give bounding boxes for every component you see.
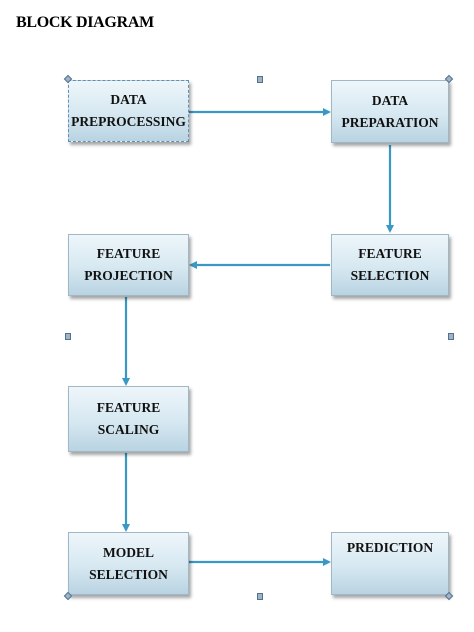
node-label-line1: FEATURE (96, 400, 161, 415)
selection-handle-bottom-middle[interactable] (257, 593, 263, 600)
node-label-line2: PREPROCESSING (71, 114, 186, 129)
selection-handle-top-middle[interactable] (257, 76, 263, 83)
node-label-line2: SELECTION (89, 566, 168, 582)
node-label-line2: PREPARATION (341, 114, 439, 130)
node-label-line1: DATA (110, 92, 147, 107)
node-prediction[interactable]: PREDICTION (331, 532, 449, 595)
node-feature-selection[interactable]: FEATURE SELECTION (331, 234, 449, 296)
node-label-line1: MODEL (102, 544, 154, 560)
node-model-selection[interactable]: MODEL SELECTION (68, 532, 189, 595)
node-data-preparation[interactable]: DATA PREPARATION (331, 80, 449, 143)
selection-handle-middle-right[interactable] (448, 333, 454, 340)
selection-handle-middle-left[interactable] (65, 333, 71, 340)
node-feature-projection[interactable]: FEATURE PROJECTION (68, 234, 189, 296)
node-label-line2: PROJECTION (84, 268, 173, 283)
node-data-preprocessing[interactable]: DATA PREPROCESSING (68, 80, 189, 142)
node-label-line2: SCALING (97, 422, 160, 437)
node-feature-scaling[interactable]: FEATURE SCALING (68, 386, 189, 452)
node-label-line2: SELECTION (350, 268, 430, 283)
page-title: BLOCK DIAGRAM (16, 14, 154, 31)
node-label-line1: FEATURE (358, 246, 422, 261)
node-label-line1: DATA (371, 92, 409, 108)
node-label-line1: FEATURE (96, 246, 161, 261)
node-label-line1: PREDICTION (346, 540, 434, 555)
